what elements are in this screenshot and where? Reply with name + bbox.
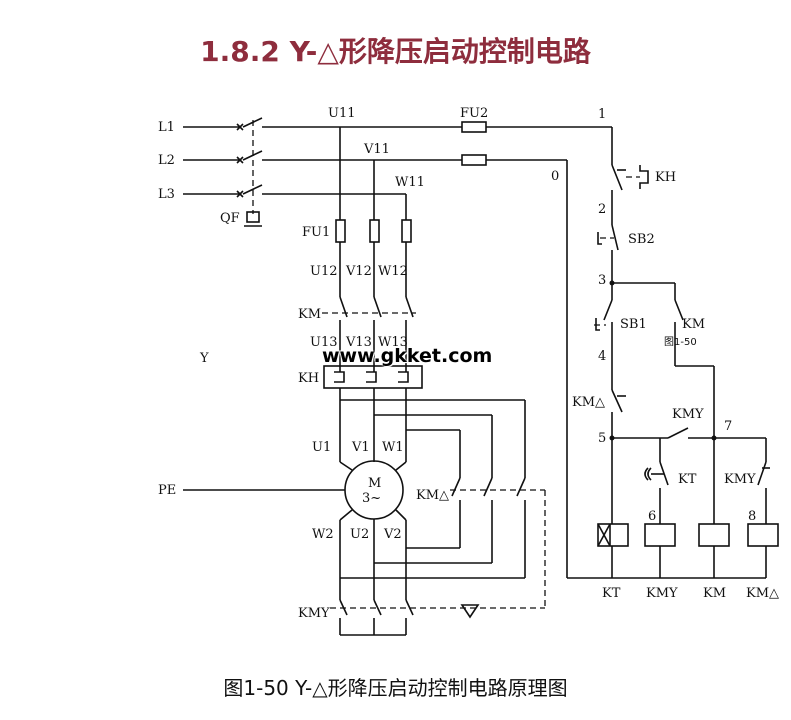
label-v2: V2 (383, 527, 402, 542)
label-km-y-main: KMY (298, 606, 330, 621)
label-l3: L3 (158, 187, 175, 202)
label-u1: U1 (312, 440, 331, 455)
label-w12: W12 (378, 264, 408, 279)
label-kh-main: KH (298, 371, 319, 386)
label-km-contact: KM (682, 317, 705, 332)
label-stray-y: Y (199, 351, 209, 366)
node-2: 2 (598, 202, 606, 217)
label-km-y-contact: KMY (672, 407, 704, 422)
label-motor-phase: 3~ (362, 491, 381, 506)
node-3: 3 (598, 273, 606, 288)
label-qf: QF (220, 211, 240, 226)
label-kh-contact: KH (655, 170, 676, 185)
label-coil-kmd: KM△ (746, 586, 779, 601)
node-8: 8 (748, 509, 756, 524)
label-pe: PE (158, 483, 176, 498)
label-km-y-contact-2: KMY (724, 472, 756, 487)
node-5: 5 (598, 431, 606, 446)
main-circuit (183, 127, 546, 636)
control-circuit (340, 121, 779, 579)
label-coil-kmy: KMY (646, 586, 678, 601)
label-u2: U2 (350, 527, 369, 542)
node-1: 1 (598, 107, 606, 122)
label-v13: V13 (345, 335, 372, 350)
supply-lines (183, 117, 406, 227)
label-km-delta-contact: KM△ (572, 395, 605, 410)
label-l2: L2 (158, 153, 175, 168)
label-u11: U11 (328, 106, 356, 121)
label-fig-small: 图1-50 (664, 336, 697, 348)
label-u13: U13 (310, 335, 338, 350)
label-motor: M (368, 476, 381, 491)
label-w2: W2 (312, 527, 334, 542)
label-l1: L1 (158, 120, 175, 135)
watermark-text: www.gkket.com (322, 345, 493, 367)
label-u12: U12 (310, 264, 338, 279)
label-coil-kt: KT (602, 586, 621, 601)
label-sb2: SB2 (628, 232, 655, 247)
figure-caption: 图1-50 Y-△形降压启动控制电路原理图 (223, 676, 568, 700)
label-km-main: KM (298, 307, 321, 322)
node-6: 6 (648, 509, 656, 524)
label-fu1: FU1 (302, 225, 330, 240)
label-v1: V1 (351, 440, 370, 455)
label-w1: W1 (382, 440, 404, 455)
label-sb1: SB1 (620, 317, 647, 332)
label-w13: W13 (378, 335, 408, 350)
label-km-delta-main: KM△ (416, 488, 449, 503)
node-4: 4 (598, 349, 606, 364)
label-fu2: FU2 (460, 106, 488, 121)
page-title: 1.8.2 Y-△形降压启动控制电路 (200, 35, 591, 68)
label-kt-contact: KT (678, 472, 697, 487)
label-v12: V12 (345, 264, 372, 279)
node-0: 0 (551, 169, 559, 184)
label-v11: V11 (363, 142, 390, 157)
diagram-labels: L1 L2 L3 QF PE U11 V11 W11 FU1 FU2 U12 V… (158, 106, 779, 621)
label-w11: W11 (395, 175, 425, 190)
label-coil-km: KM (703, 586, 726, 601)
node-7: 7 (724, 419, 732, 434)
